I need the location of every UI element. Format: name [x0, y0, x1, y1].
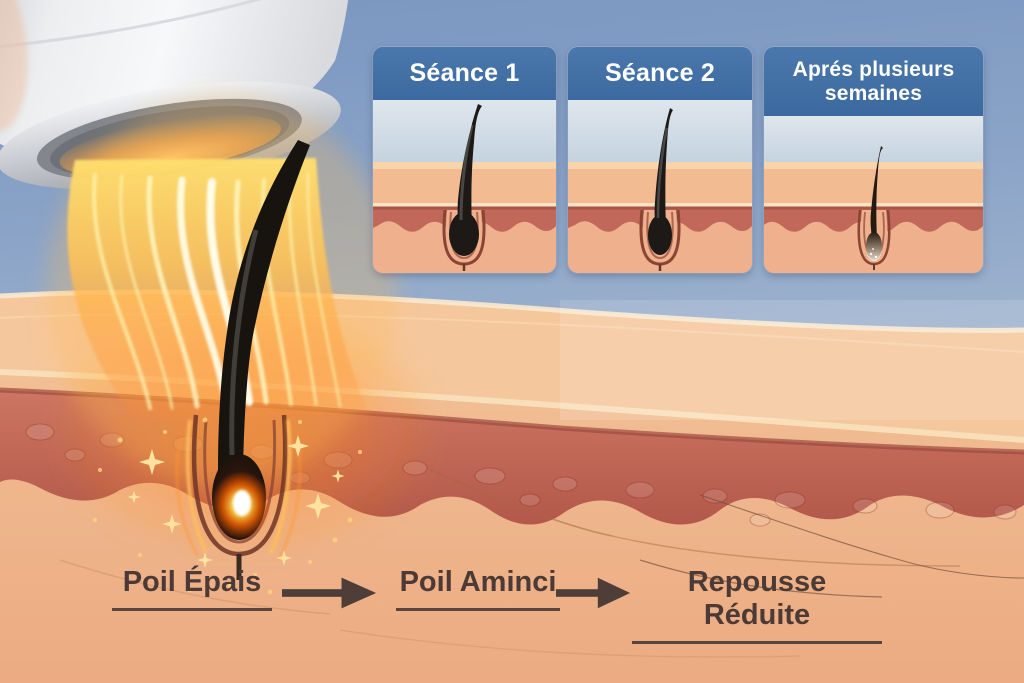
treatment-panel-seance-1: Séance 1 [373, 47, 556, 273]
caption-text: Poil Épais [122, 566, 262, 598]
progression-arrow-icon [556, 576, 632, 610]
panel-skin-art [764, 116, 983, 273]
follicle-glow [175, 419, 302, 561]
treatment-panel-after-weeks: Aprés plusieurs semaines [764, 47, 983, 273]
panel-header: Séance 1 [373, 47, 556, 100]
panel-title: Séance 1 [409, 59, 520, 87]
hair-shaft [218, 140, 310, 470]
laser-beam [47, 95, 397, 485]
treatment-panel-seance-2: Séance 2 [568, 47, 752, 273]
panel-skin-art [373, 100, 556, 273]
panel-header: Séance 2 [568, 47, 752, 100]
progression-arrow-icon [282, 576, 378, 610]
caption-text: Poil Aminci [399, 566, 557, 598]
panel-title: Aprés plusieurs semaines [792, 58, 955, 105]
panel-header: Aprés plusieurs semaines [764, 47, 983, 116]
caption-step-reduced-regrowth: Repousse Réduite [632, 566, 882, 644]
panel-title: Séance 2 [604, 59, 715, 87]
caption-step-thick-hair: Poil Épais [112, 566, 272, 611]
panel-skin-art [568, 100, 752, 273]
caption-step-thinned-hair: Poil Aminci [396, 566, 560, 611]
treated-hair-follicle [93, 140, 362, 595]
caption-text: Repousse Réduite [687, 566, 827, 631]
sparks [93, 417, 362, 595]
